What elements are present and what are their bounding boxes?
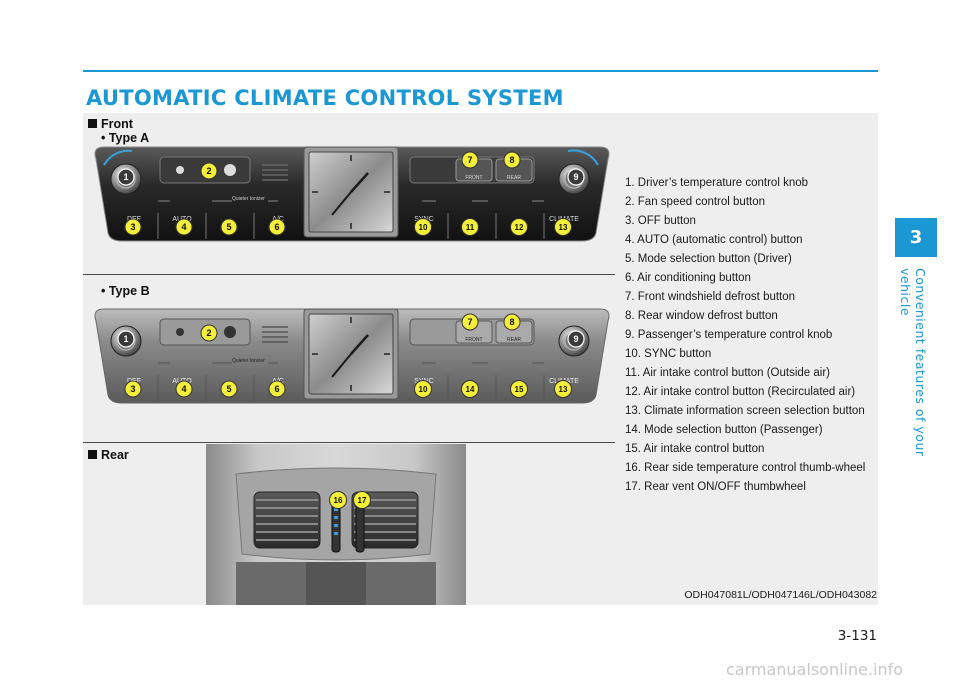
chapter-title: Convenient features of your vehicle xyxy=(898,268,928,457)
section-label-rear: Rear xyxy=(88,448,129,462)
callout-marker xyxy=(175,218,193,236)
callout-marker xyxy=(510,380,528,398)
callout-number: 11 xyxy=(466,223,475,232)
callout-marker xyxy=(554,218,572,236)
legend-item: 6. Air conditioning button xyxy=(625,272,751,284)
callout-marker xyxy=(567,168,585,186)
legend-list: 1. Driver’s temperature control knob 2. … xyxy=(625,176,875,499)
callout-number: 5 xyxy=(226,384,231,394)
legend-item: 13. Climate information screen selection… xyxy=(625,405,865,417)
chapter-tab: 3 xyxy=(895,218,937,257)
page-number: 3-131 xyxy=(837,628,877,644)
callout-marker xyxy=(461,313,479,331)
callout-number: 1 xyxy=(123,172,128,182)
callout-number: 14 xyxy=(466,385,475,394)
callout-number: 4 xyxy=(181,222,186,232)
callout-number: 16 xyxy=(334,496,343,505)
type-b-label: • Type B xyxy=(101,284,150,298)
callout-number: 15 xyxy=(515,385,524,394)
callout-number: 7 xyxy=(467,317,472,327)
callout-number: 6 xyxy=(274,222,279,232)
legend-item: 5. Mode selection button (Driver) xyxy=(625,253,792,265)
callout-marker xyxy=(353,491,371,509)
legend-item: 7. Front windshield defrost button xyxy=(625,291,796,303)
legend-item: 8. Rear window defrost button xyxy=(625,310,778,322)
quieter-ionizer-label: Quieter Ionizer xyxy=(232,358,265,364)
callout-number: 13 xyxy=(559,385,568,394)
rear-defrost-label: REAR xyxy=(507,337,521,343)
callout-number: 9 xyxy=(573,334,578,344)
callout-number: 1 xyxy=(123,334,128,344)
legend-item: 4. AUTO (automatic control) button xyxy=(625,234,803,246)
callout-number: 10 xyxy=(419,385,428,394)
section-label-front: Front xyxy=(88,117,133,131)
callout-number: 4 xyxy=(181,384,186,394)
callout-marker xyxy=(503,151,521,169)
square-bullet-icon xyxy=(88,119,97,128)
callout-marker xyxy=(117,330,135,348)
front-defrost-label: FRONT xyxy=(465,175,482,181)
legend-item: 9. Passenger’s temperature control knob xyxy=(625,329,833,341)
callout-number: 17 xyxy=(358,496,367,505)
callout-marker xyxy=(329,491,347,509)
section-divider xyxy=(83,274,615,275)
callout-number: 12 xyxy=(515,223,524,232)
callout-marker xyxy=(414,218,432,236)
callout-number: 8 xyxy=(509,317,514,327)
rear-defrost-label: REAR xyxy=(507,175,521,181)
callout-number: 2 xyxy=(206,328,211,338)
type-a-label: • Type A xyxy=(101,131,150,145)
callout-number: 6 xyxy=(274,384,279,394)
callout-number: 3 xyxy=(130,222,135,232)
callout-marker xyxy=(124,380,142,398)
callout-marker xyxy=(461,380,479,398)
callout-number: 8 xyxy=(509,155,514,165)
climate-panel-type-b: FRONT REAR Quieter Ionizer DEF AUTO A/C … xyxy=(94,308,610,404)
legend-item: 15. Air intake control button xyxy=(625,443,765,455)
callout-marker xyxy=(117,168,135,186)
callout-marker xyxy=(461,151,479,169)
legend-item: 2. Fan speed control button xyxy=(625,196,766,208)
callout-marker xyxy=(220,218,238,236)
callout-marker xyxy=(200,324,218,342)
callout-number: 3 xyxy=(130,384,135,394)
legend-item: 11. Air intake control button (Outside a… xyxy=(625,367,830,379)
watermark: carmanualsonline.info xyxy=(726,660,904,679)
callout-marker xyxy=(124,218,142,236)
callout-marker xyxy=(461,218,479,236)
legend-item: 16. Rear side temperature control thumb-… xyxy=(625,462,866,474)
legend-item: 1. Driver’s temperature control knob xyxy=(625,177,809,189)
callout-marker xyxy=(567,330,585,348)
callout-number: 2 xyxy=(206,166,211,176)
callout-marker xyxy=(414,380,432,398)
callout-marker xyxy=(268,380,286,398)
legend-item: 3. OFF button xyxy=(625,215,696,227)
callout-marker xyxy=(554,380,572,398)
legend-item: 17. Rear vent ON/OFF thumbwheel xyxy=(625,481,806,493)
callout-marker xyxy=(510,218,528,236)
callout-number: 10 xyxy=(419,223,428,232)
callout-number: 7 xyxy=(467,155,472,165)
square-bullet-icon xyxy=(88,450,97,459)
callout-number: 13 xyxy=(559,223,568,232)
callout-number: 5 xyxy=(226,222,231,232)
callout-number: 9 xyxy=(573,172,578,182)
callout-marker xyxy=(503,313,521,331)
callout-marker xyxy=(220,380,238,398)
legend-item: 12. Air intake control button (Recircula… xyxy=(625,386,856,398)
section-divider xyxy=(83,442,615,443)
callout-marker xyxy=(175,380,193,398)
legend-item: 14. Mode selection button (Passenger) xyxy=(625,424,823,436)
page-title: AUTOMATIC CLIMATE CONTROL SYSTEM xyxy=(86,86,564,110)
rear-vent-illustration: 16 17 xyxy=(206,444,466,605)
callout-marker xyxy=(200,162,218,180)
climate-panel-type-a: FRONT REAR Quieter Ionizer DEF AUTO A/C … xyxy=(94,146,610,242)
image-code: ODH047081L/ODH047146L/ODH043082 xyxy=(684,589,877,601)
legend-item: 10. SYNC button xyxy=(625,348,712,360)
front-defrost-label: FRONT xyxy=(465,337,482,343)
callout-marker xyxy=(268,218,286,236)
header-rule xyxy=(83,70,878,72)
quieter-ionizer-label: Quieter Ionizer xyxy=(232,196,265,202)
